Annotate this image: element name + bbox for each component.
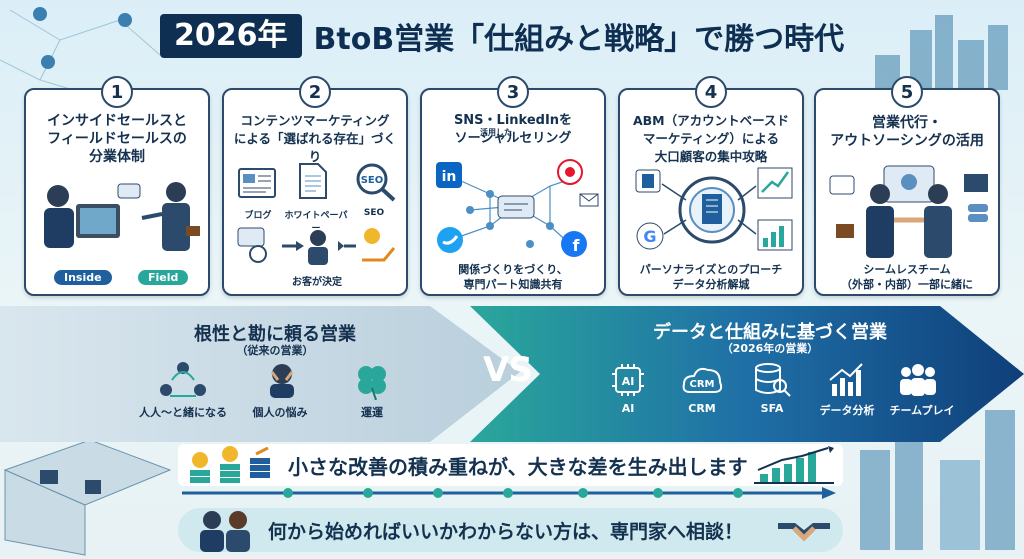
whitepaper-label: ホワイトペーパー [284,211,348,234]
new-way-arrow [470,306,1024,442]
vs-label: VS [483,350,533,390]
card-outsourcing: 5 営業代行・ アウトソーシングの活用 シームレスチーム （外部・内部）一部に緒… [814,76,1000,296]
card-title: インサイドセールスと フィールドセールスの 分業体制 [47,113,187,165]
new-item-crm: CRM [688,402,716,415]
old-item-worry: 個人の悩み [252,406,308,419]
svg-text:AI: AI [622,375,635,388]
team-play-icon [900,364,936,396]
inside-field-sales-illustration [44,182,200,251]
card-number: 1 [101,76,133,108]
consultants-icon [200,511,250,552]
customer-decision-illustration [237,227,396,265]
twitter-icon [437,227,463,253]
card-title: SNS・LinkedInを 活用した ソーシャルセリング [453,113,573,146]
clover-icon [358,366,386,400]
handshake-icon [778,523,830,542]
facebook-icon [561,231,587,257]
old-item-luck: 運運 [361,406,383,419]
new-item-sfa: SFA [760,402,784,415]
card-caption: 関係づくりをづくり、 専門パート知識共有 [458,263,568,291]
improvement-text: 小さな改善の積み重ねが、大きな差を生み出します [288,455,748,479]
card-social-selling: 3 SNS・LinkedInを 活用した ソーシャルセリング in f 関係づく… [420,76,606,296]
svg-text:SEO: SEO [361,175,384,186]
seo-label: SEO [363,208,385,218]
card-content-marketing: 2 コンテンツマーケティング による「選ばれる存在」づくり SEO ブログ ホワ… [222,76,408,296]
field-label: Field [138,270,189,285]
page-title: 2026年 BtoB営業「仕組みと戦略」で勝つ時代 [160,12,860,60]
card-title: 営業代行・ アウトソーシングの活用 [830,115,984,149]
new-item-teamplay: チームプレイ [889,404,955,417]
people-cycle-icon [160,362,206,397]
consult-text: 何から始めればいいかわからない方は、専門家へ相談！ [268,521,744,543]
sfa-database-icon [755,363,791,397]
old-way-arrow [0,306,520,442]
card-number: 5 [891,76,923,108]
card-number: 3 [497,76,529,108]
customer-decides-label: お客が決定 [292,277,342,288]
crm-cloud-icon: CRM [682,367,723,393]
title-year: 2026年 [160,14,302,58]
new-item-data-analysis: データ分析 [819,404,875,417]
growth-chart-icon [757,167,793,199]
title-main: BtoB営業「仕組みと戦略」で勝つ時代 [313,22,845,57]
improvement-banner: 小さな改善の積み重ねが、大きな差を生み出します [178,444,843,486]
new-way-subtitle: （2026年の営業） [721,342,819,355]
card-caption: パーソナライズとのプローチ データ分析解城 [639,263,783,291]
svg-text:G: G [643,227,656,246]
linkedin-icon [436,162,462,188]
new-item-ai: AI [621,402,635,415]
worried-person-icon [270,364,294,398]
blog-label: ブログ [244,211,272,221]
abm-target-illustration: G [635,167,793,251]
svg-text:CRM: CRM [690,379,715,390]
new-way-title: データと仕組みに基づく営業 [653,322,887,343]
seo-magnifier-icon: SEO [356,163,396,202]
card-title: コンテンツマーケティング による「選ばれる存在」づくり [233,113,397,164]
old-item-people: 人人〜と緒になる [139,406,227,419]
blog-icon [238,168,276,198]
inside-label: Inside [54,270,112,285]
bar-chart-icon [757,219,793,251]
old-way-title: 根性と勘に頼る営業 [194,324,356,345]
svg-text:f: f [573,236,581,255]
progress-timeline [182,487,836,499]
card-abm: 4 ABM（アカウントベースド マーケティング）による 大口顧客の集中攻略 G … [618,76,804,296]
handshake-team-illustration [829,165,988,258]
consult-banner[interactable]: 何から始めればいいかわからない方は、専門家へ相談！ [178,508,843,552]
growth-bars-icon [754,446,834,484]
old-way-subtitle: （従来の営業） [236,344,314,357]
card-number: 4 [695,76,727,108]
card-division-of-labor: 1 インサイドセールスと フィールドセールスの 分業体制 Inside Fiel… [24,76,210,296]
card-title: ABM（アカウントベースド マーケティング）による 大口顧客の集中攻略 [632,113,790,164]
ai-chip-icon: AI [612,364,644,396]
data-analysis-chart-icon [829,363,863,396]
google-icon [636,222,664,250]
whitepaper-icon [299,163,327,199]
card-caption: シームレスチーム （外部・内部）一部に緒に [841,263,973,291]
svg-text:in: in [442,169,457,185]
card-number: 2 [299,76,331,108]
thumbs-up-icons [190,446,270,483]
social-network-illustration: in f [436,159,599,257]
